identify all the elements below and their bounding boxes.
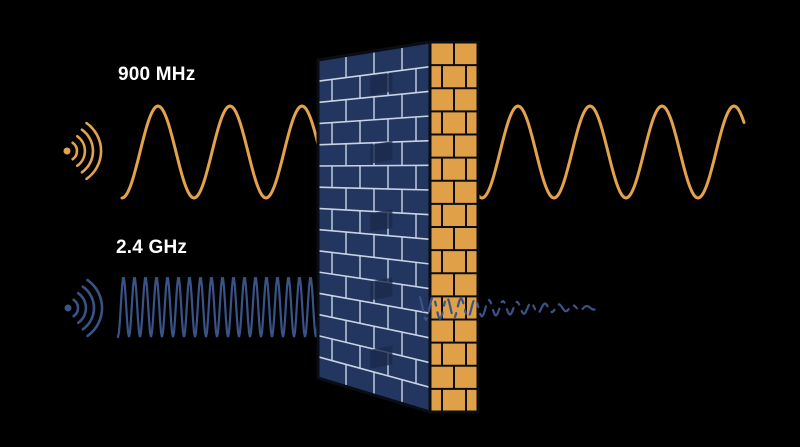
- high-band-attenuated-wave: [418, 295, 602, 322]
- brick-wall: [316, 40, 480, 415]
- high-band-label: 2.4 GHz: [116, 237, 188, 258]
- radio-signal-icon: [64, 278, 104, 338]
- wall-side-bricks: [430, 42, 478, 412]
- radio-signal-icon: [63, 121, 103, 181]
- wall-front-bricks: [318, 42, 430, 412]
- wall-side-outline: [428, 40, 480, 414]
- low-band-label: 900 MHz: [118, 64, 196, 85]
